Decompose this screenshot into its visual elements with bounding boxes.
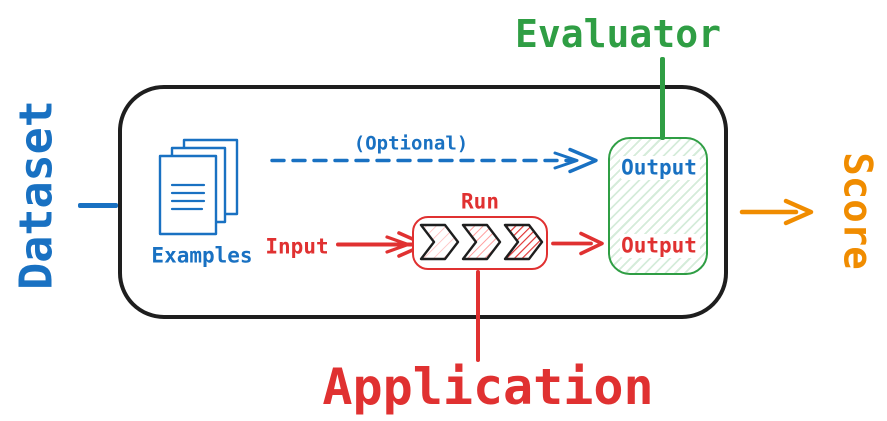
examples-label: Examples <box>151 243 253 268</box>
reference-output-label: Output <box>621 155 697 180</box>
pipeline-box <box>118 85 728 319</box>
evaluator-label: Evaluator <box>515 12 721 56</box>
run-label: Run <box>461 189 499 214</box>
score-label: Score <box>834 152 880 270</box>
application-connector-line <box>476 270 480 362</box>
run-box <box>412 216 548 270</box>
run-output-arrow-icon <box>551 231 604 256</box>
chevron-step-2 <box>461 223 502 261</box>
dataset-connector-line <box>78 203 118 208</box>
score-arrow-icon <box>739 198 814 226</box>
reference-output-pill <box>620 156 700 180</box>
input-label: Input <box>265 234 329 259</box>
application-label: Application <box>322 358 654 416</box>
chevron-step-1 <box>419 223 460 261</box>
evaluator-connector-line <box>660 57 665 140</box>
optional-label: (Optional) <box>353 132 469 155</box>
dataset-label: Dataset <box>9 100 63 290</box>
chevron-step-3 <box>503 223 544 261</box>
optional-dashed-arrow-icon <box>270 147 598 174</box>
process-chevrons-icon <box>419 223 544 261</box>
documents-icon <box>158 138 239 236</box>
run-output-pill <box>620 234 700 258</box>
run-output-label: Output <box>621 233 697 258</box>
